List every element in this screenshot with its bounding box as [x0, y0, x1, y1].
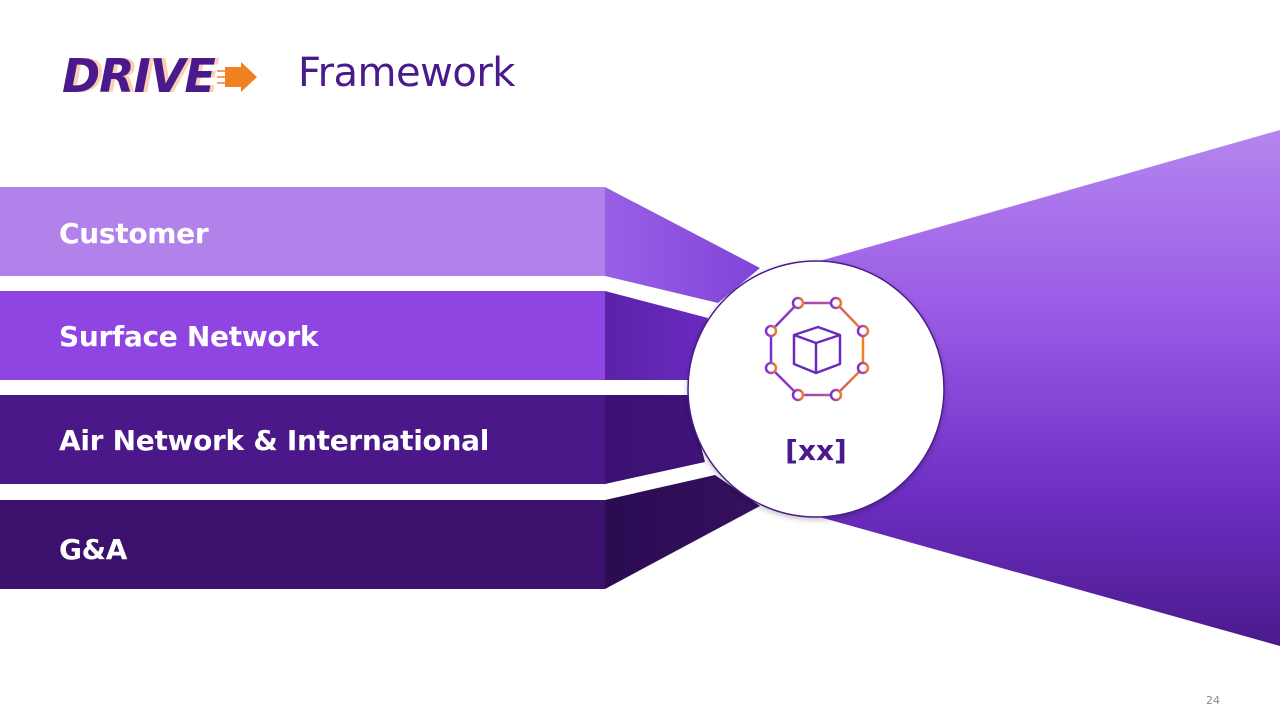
- band-ga-wedge: [605, 475, 760, 589]
- page-number: 24: [1206, 694, 1220, 707]
- band-air-network-wedge: [605, 395, 705, 484]
- band-label-air-network: Air Network & International: [59, 424, 489, 457]
- band-surface-network-wedge: [605, 291, 708, 380]
- network-cube-icon: [764, 296, 870, 402]
- logo-text: DRIVE: [62, 49, 216, 103]
- hub-circle: [687, 260, 945, 518]
- drive-logo: DRIVE: [62, 48, 259, 104]
- page-title: Framework: [298, 50, 515, 96]
- band-ga: [0, 500, 605, 589]
- output-funnel: [816, 130, 1280, 646]
- band-customer: [0, 187, 605, 276]
- hub-value: [xx]: [785, 434, 847, 467]
- band-customer-wedge: [605, 187, 760, 303]
- arrow-right-icon: [216, 62, 257, 92]
- band-label-ga: G&A: [59, 533, 128, 566]
- band-label-surface-network: Surface Network: [59, 320, 319, 353]
- band-surface-network: [0, 291, 605, 380]
- band-label-customer: Customer: [59, 217, 209, 250]
- band-air-network: [0, 395, 605, 484]
